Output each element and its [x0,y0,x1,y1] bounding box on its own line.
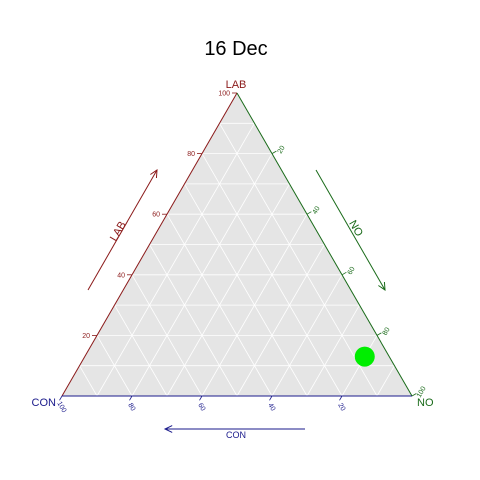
arrow-con-head [163,425,173,433]
edge-no [236,92,413,397]
grid-line-con [219,123,378,397]
axis-title-no: NO [346,218,365,239]
tick-label-con: 80 [126,402,136,412]
grid-line-no [306,304,360,397]
tick-label-no: 80 [382,326,392,336]
grid-line-no [341,335,378,397]
tick-label-no: 60 [347,266,357,276]
grid-line-con [184,183,308,397]
tick-label-con: 40 [266,402,276,412]
arrow-no-head [378,281,386,291]
grid-line-con [114,304,168,397]
tick-label-lab: 20 [82,333,90,340]
tick-con [199,395,203,401]
vertex-label-con: CON [32,397,57,409]
tick-label-con: 20 [336,402,346,412]
arrow-no [315,169,386,291]
tick-con [129,395,133,401]
data-points [354,346,375,367]
axis-arrows [87,169,386,433]
tick-label-lab: 100 [218,91,230,98]
vertex-label-lab: LAB [226,79,247,91]
tick-con [269,395,273,401]
tick-label-no: 100 [416,385,428,399]
grid-line-no [376,365,395,397]
grid-lines [79,122,395,397]
arrow-lab-head [150,169,158,179]
vertex-label-no: NO [417,397,434,409]
tick-label-lab: 40 [117,272,125,279]
tick-label-no: 20 [277,145,287,155]
axis-title-con: CON [226,430,246,440]
tick-no [271,150,277,154]
tick-con [339,395,343,401]
tick-no [306,211,312,215]
tick-no [341,271,347,276]
grid-line-no [271,274,343,397]
grid-line-no [96,123,255,397]
tick-label-con: 100 [55,400,67,414]
axis-title-lab: LAB [108,219,129,243]
arrow-lab [87,169,158,291]
tick-label-con: 60 [196,402,206,412]
tick-label-no: 40 [312,205,322,215]
grid-line-no [166,183,290,397]
grid-line-con [96,335,133,397]
grid-line-con [149,244,238,397]
triangle-edges [61,92,413,397]
tick-no [411,393,417,397]
tick-marks: 20 20 40 40 60 60 80 80 100 100 100 80 60 40 20 [55,91,427,415]
grid-line-con [131,274,203,397]
tick-label-lab: 60 [152,212,160,219]
tick-con [59,395,63,401]
tick-no [376,332,382,336]
grid-line-con [79,365,98,397]
edge-lab [61,92,238,397]
data-point [354,346,375,367]
chart-title: 16 Dec [204,38,267,60]
tick-label-lab: 80 [187,151,195,158]
grid-line-no [236,244,325,397]
